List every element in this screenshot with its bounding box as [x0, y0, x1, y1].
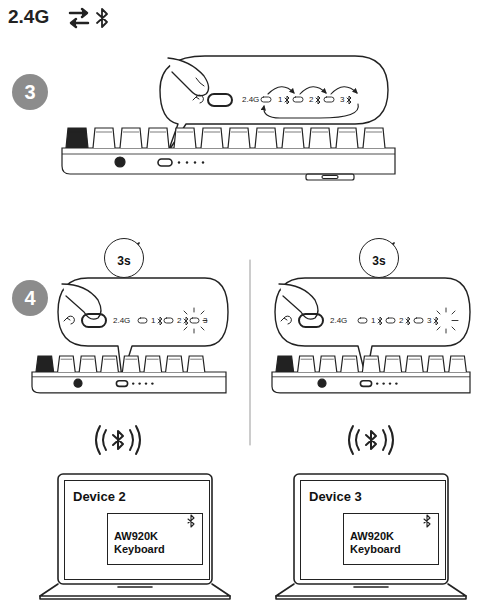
keyboard [62, 128, 395, 180]
led-ovals [358, 318, 423, 323]
channel-number: 2 [309, 96, 313, 104]
switch-button [208, 94, 232, 106]
bluetooth-icon [188, 515, 194, 527]
timer-circle-text: 3s [117, 254, 130, 268]
step-number: 3 [12, 74, 48, 110]
bluetooth-icon [285, 96, 289, 104]
heading: 2.4G [8, 6, 49, 28]
bluetooth-icon [184, 317, 188, 325]
zoom-bubble [275, 278, 470, 378]
channel-number: 1 [278, 96, 282, 104]
switch-button [299, 314, 323, 327]
bluetooth-icon [424, 515, 430, 527]
bluetooth-icon [158, 317, 162, 325]
led-ovals [138, 318, 199, 323]
divider [250, 260, 251, 445]
pairing-icon [64, 316, 74, 324]
bluetooth-icon [406, 317, 410, 325]
channel-number: 1 [371, 317, 375, 325]
pairing-entry-text: AW920K Keyboard [350, 530, 432, 556]
pairing-entry: AW920K Keyboard [107, 513, 203, 565]
device-screen: Device 2 AW920K Keyboard [64, 480, 210, 580]
pairing-entry-text: AW920K Keyboard [114, 530, 196, 556]
device-screen-text: Device 2 [73, 489, 126, 504]
bluetooth-signal [349, 426, 393, 454]
blink-rays [184, 308, 207, 333]
laptop [40, 474, 230, 599]
pairing-entry: AW920K Keyboard [343, 513, 439, 565]
zoom-bubble [58, 278, 228, 378]
cycle-arrows [264, 87, 359, 118]
mode-label: 2.4G [330, 317, 347, 325]
channel-number: 2 [399, 317, 403, 325]
mode-label: 2.4G [113, 317, 130, 325]
channel-number: 2 [177, 317, 181, 325]
switch-arrows [70, 9, 88, 27]
timer-ticks [124, 240, 397, 258]
keyboard [272, 356, 470, 393]
channel-number: 1 [151, 317, 155, 325]
channel-number: 3 [427, 317, 431, 325]
step-number-text: 3 [24, 81, 35, 104]
device-screen-text: Device 3 [309, 489, 362, 504]
finger [168, 58, 209, 96]
switch-button [82, 314, 106, 327]
timer-circle-text: 3s [372, 254, 385, 268]
bluetooth-icon [347, 96, 351, 104]
device-screen: Device 3 AW920K Keyboard [300, 480, 446, 580]
step-number-text: 4 [24, 287, 35, 310]
bluetooth-signal [96, 426, 140, 454]
channel-number: 3 [340, 96, 344, 104]
pairing-icon [281, 316, 291, 324]
mode-label: 2.4G [242, 96, 259, 104]
timer-circle: 3s [359, 238, 399, 278]
laptop [276, 474, 466, 599]
blink-rays [437, 308, 458, 333]
step-number: 4 [12, 280, 48, 316]
zoom-bubble [160, 56, 388, 152]
bluetooth-icon [97, 9, 107, 27]
channel-number: 3 [203, 317, 207, 325]
led-ovals [261, 97, 334, 102]
bluetooth-icon [316, 96, 320, 104]
bluetooth-icon [378, 317, 382, 325]
timer-circle: 3s [104, 238, 144, 278]
keyboard [32, 356, 226, 393]
bluetooth-icon [434, 317, 438, 325]
pairing-icon [193, 95, 203, 103]
